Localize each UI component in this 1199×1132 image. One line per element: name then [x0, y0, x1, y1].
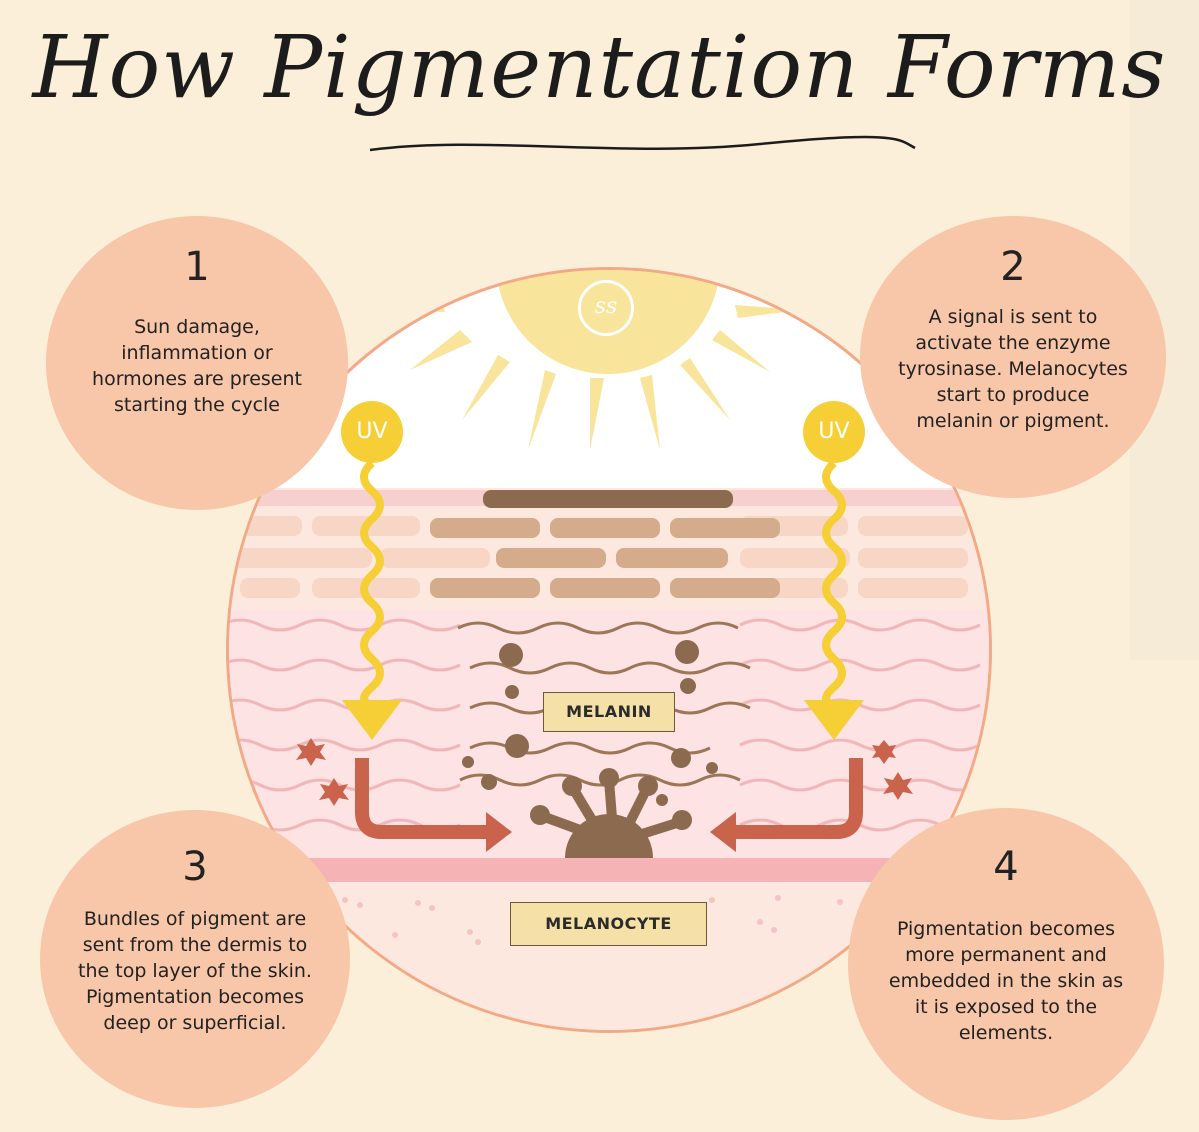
uv-badge-right: UV [803, 401, 865, 463]
title-flourish [369, 135, 916, 152]
red-arrow-left [355, 758, 490, 839]
red-arrow-right [732, 758, 863, 839]
melanocyte-cell [530, 768, 692, 858]
melanin-label: MELANIN [543, 692, 675, 732]
uv-arrowhead-left [342, 700, 402, 740]
melanocyte-label: MELANOCYTE [510, 902, 707, 946]
uv-wave-right [822, 459, 846, 709]
pigmented-cells [430, 518, 780, 598]
basement-membrane [229, 858, 989, 882]
step-number: 1 [184, 244, 210, 290]
uv-arrowhead-right [804, 700, 864, 740]
damage-stars [296, 738, 913, 806]
melanin-granules [462, 640, 718, 806]
brand-logo: ss [578, 280, 634, 336]
step-number: 4 [993, 844, 1019, 890]
page-title: How Pigmentation Forms [32, 18, 1167, 118]
step-number: 2 [1000, 244, 1026, 290]
step-number: 3 [182, 844, 208, 890]
dots [342, 895, 843, 945]
red-arrowhead-right [710, 812, 736, 852]
pigment-top-layer [483, 490, 733, 508]
red-arrowhead-left [486, 812, 512, 852]
sun [496, 270, 720, 374]
uv-wave-left [360, 459, 384, 709]
uv-badge-left: UV [341, 401, 403, 463]
sun-rays [385, 298, 800, 450]
